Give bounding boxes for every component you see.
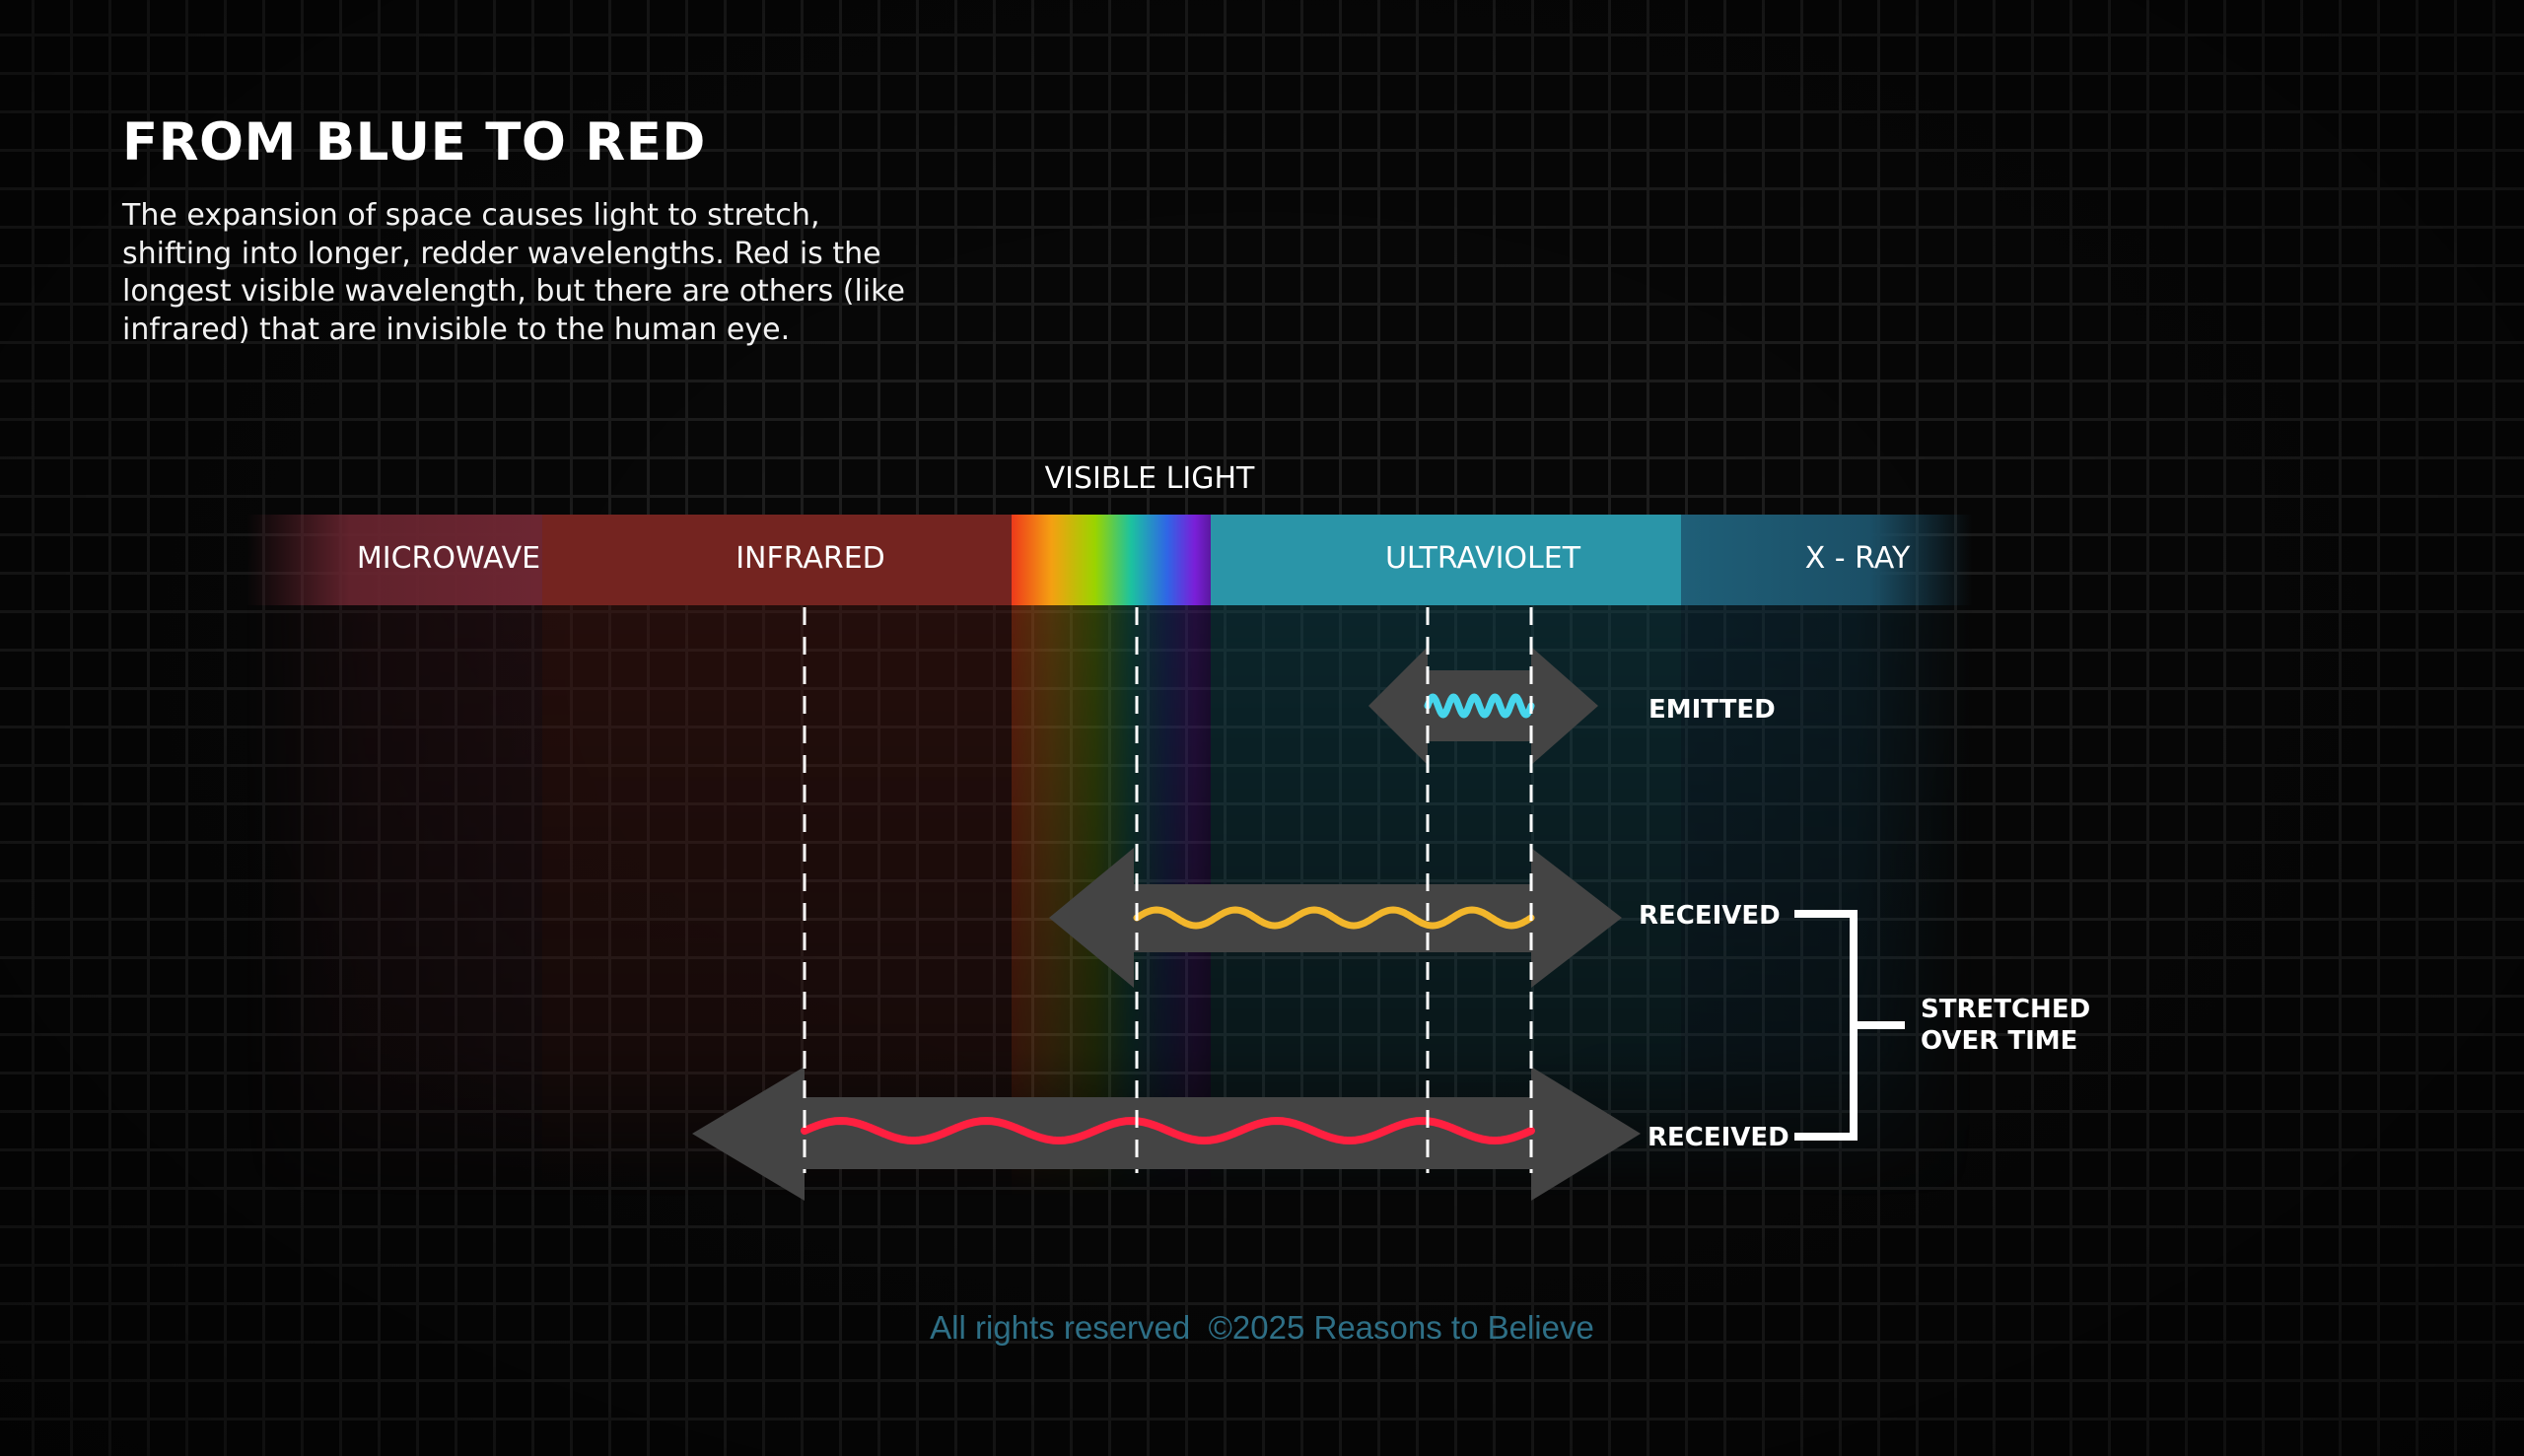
page-title: FROM BLUE TO RED [122, 112, 706, 173]
emitted-arrow [1368, 647, 1598, 765]
page-description: The expansion of space causes light to s… [122, 198, 905, 347]
band-label-microwave: MICROWAVE [357, 541, 540, 576]
band-label-xray: X - RAY [1805, 541, 1911, 576]
microwave-extension [246, 605, 542, 1197]
bracket-label-line2: OVER TIME [1921, 1026, 2077, 1056]
received-label-2: RECEIVED [1648, 1123, 1789, 1152]
band-label-infrared: INFRARED [736, 541, 885, 576]
band-infrared [542, 515, 1012, 605]
bracket-label-line1: STRETCHED [1921, 995, 2090, 1024]
emitted-wave [1424, 693, 1535, 719]
guide-lines [803, 607, 1533, 1173]
xray-extension [1681, 605, 1972, 1197]
band-label-ultraviolet: ULTRAVIOLET [1385, 541, 1581, 576]
band-visible [1012, 515, 1211, 605]
received-label-1: RECEIVED [1639, 901, 1781, 931]
copyright-footer: All rights reserved ©2025 Reasons to Bel… [930, 1309, 1594, 1346]
band-ultraviolet [1211, 515, 1681, 605]
emitted-label: EMITTED [1648, 695, 1776, 725]
stretched-bracket [1794, 910, 1905, 1141]
received-wave-2 [801, 1117, 1535, 1144]
band-xray [1681, 515, 1972, 605]
spectrum-bar [246, 515, 1972, 605]
received-wave-1 [1133, 906, 1535, 930]
visible-light-label: VISIBLE LIGHT [1045, 461, 1255, 496]
waves [801, 693, 1535, 1144]
band-microwave [246, 515, 542, 605]
